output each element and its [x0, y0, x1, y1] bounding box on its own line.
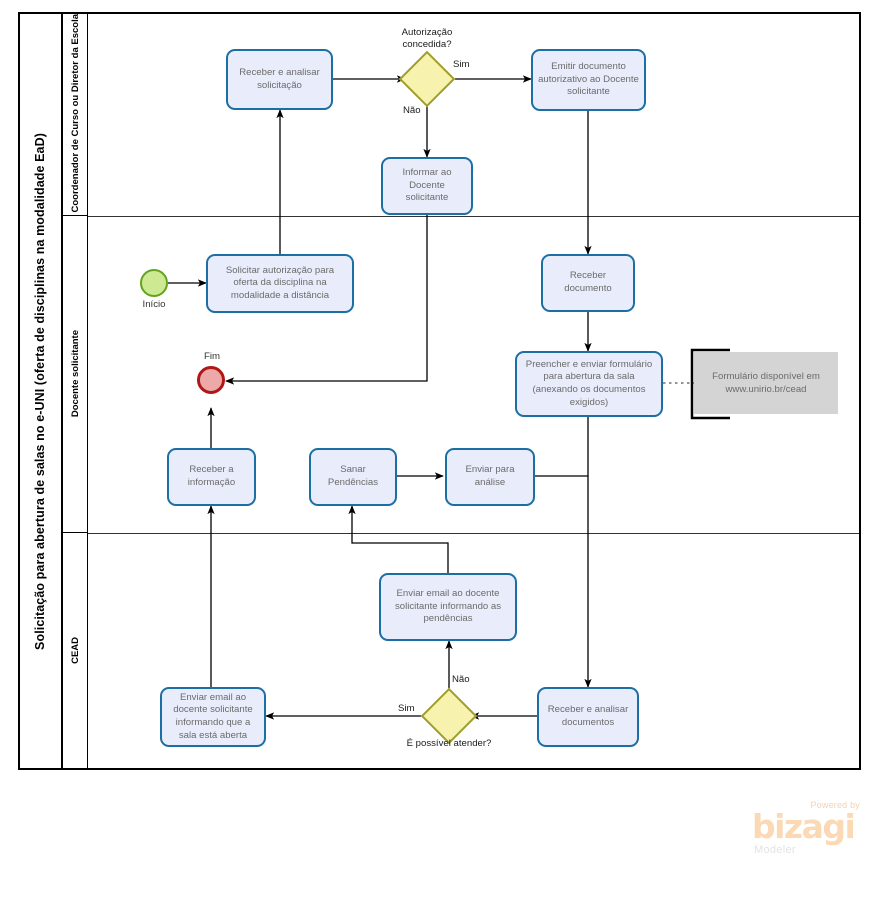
lane-divider-1 [88, 216, 859, 217]
task-sanar-pendencias[interactable]: Sanar Pendências [309, 448, 397, 506]
lane-divider-2 [88, 533, 859, 534]
logo-product-label: Modeler [754, 844, 796, 856]
task-label: Enviar para análise [465, 464, 515, 488]
task-solicitar-autorizacao[interactable]: Solicitar autorização para oferta da dis… [206, 254, 354, 313]
pool-title: Solicitação para abertura de salas no e-… [18, 12, 63, 770]
start-event[interactable] [140, 269, 168, 297]
flow-label-autorizacao-sim: Sim [453, 59, 470, 70]
task-label: Receber a informação [187, 464, 236, 488]
task-label: Enviar email ao docente solicitante info… [173, 691, 253, 741]
task-label: Preencher e enviar formulário para abert… [525, 358, 653, 408]
annotation-formulario: Formulário disponível em www.unirio.br/c… [694, 352, 838, 414]
task-informar-docente[interactable]: Informar ao Docente solicitante [381, 157, 473, 215]
task-label: Emitir documento autorizativo ao Docente… [538, 61, 639, 98]
task-receber-documento[interactable]: Receber documento [541, 254, 635, 312]
task-receber-informacao[interactable]: Receber a informação [167, 448, 256, 506]
task-label: Informar ao Docente solicitante [402, 167, 452, 204]
flow-label-autorizacao-nao: Não [403, 105, 421, 116]
task-label: Solicitar autorização para oferta da dis… [225, 264, 335, 301]
task-label: Enviar email ao docente solicitante info… [394, 588, 502, 625]
task-receber-analisar-solicitacao[interactable]: Receber e analisar solicitação [226, 49, 333, 110]
lane-label-cead: CEAD [69, 637, 81, 664]
start-event-label: Início [142, 299, 166, 310]
task-label: Receber e analisar solicitação [239, 66, 320, 91]
lane-header-docente: Docente solicitante [63, 216, 88, 533]
flow-label-atender-sim: Sim [398, 703, 415, 714]
gateway-autorizacao-label: Autorização concedida? [401, 27, 453, 50]
task-enviar-email-sala-aberta[interactable]: Enviar email ao docente solicitante info… [160, 687, 266, 747]
pool-frame [18, 12, 861, 770]
pool-title-label: Solicitação para abertura de salas no e-… [32, 132, 47, 650]
task-label: Receber e analisar documentos [547, 704, 629, 728]
lane-label-docente: Docente solicitante [69, 330, 81, 418]
task-receber-analisar-documentos[interactable]: Receber e analisar documentos [537, 687, 639, 747]
lane-header-cead: CEAD [63, 533, 88, 768]
gateway-possivel-atender-label: É possível atender? [406, 738, 492, 749]
end-event[interactable] [197, 366, 225, 394]
task-enviar-para-analise[interactable]: Enviar para análise [445, 448, 535, 506]
task-label: Receber documento [564, 270, 612, 294]
end-event-label: Fim [204, 351, 220, 362]
logo-brand-label: bizagi [752, 807, 856, 846]
bizagi-logo: Powered by bizagi Modeler [752, 800, 862, 858]
task-emitir-documento[interactable]: Emitir documento autorizativo ao Docente… [531, 49, 646, 111]
flow-label-atender-nao: Não [452, 674, 470, 685]
logo-powered-by-label: Powered by [810, 800, 860, 810]
annotation-text: Formulário disponível em www.unirio.br/c… [712, 371, 820, 395]
task-label: Sanar Pendências [327, 464, 379, 488]
task-enviar-email-pendencias[interactable]: Enviar email ao docente solicitante info… [379, 573, 517, 641]
task-preencher-enviar-formulario[interactable]: Preencher e enviar formulário para abert… [515, 351, 663, 417]
lane-header-coordenador: Coordenador de Curso ou Diretor da Escol… [63, 12, 88, 216]
lane-label-coordenador: Coordenador de Curso ou Diretor da Escol… [69, 14, 81, 213]
